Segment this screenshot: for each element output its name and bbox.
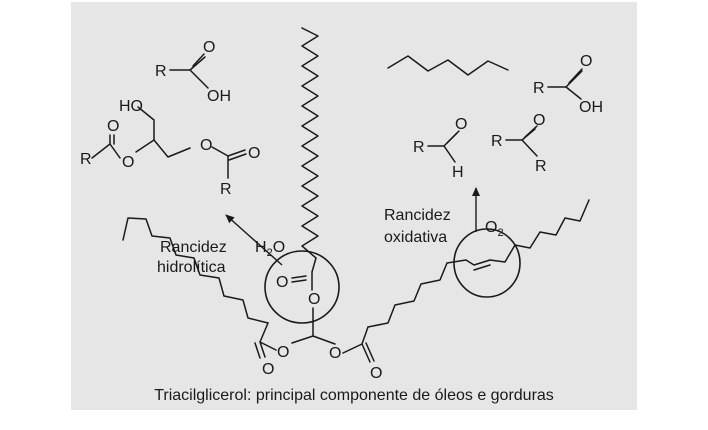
label-hydrolytic-rancidity-2: hidrolítica — [157, 259, 226, 276]
atom-r: R — [220, 181, 232, 198]
triacylglycerol: O O O O O O — [122, 27, 590, 382]
atom-o: O — [203, 39, 215, 56]
label-hydrolytic-rancidity-1: Rancidez — [160, 239, 227, 256]
carboxylic-acid-topleft: R O OH — [155, 39, 231, 105]
atom-r: R — [533, 80, 545, 97]
atom-o: O — [107, 118, 119, 135]
atom-oh: OH — [207, 88, 231, 105]
hexane-chain — [387, 55, 509, 76]
atom-ho: HO — [119, 98, 143, 115]
figure-background — [71, 2, 637, 410]
atom-o: O — [122, 154, 134, 171]
aldehyde: R O H — [413, 116, 467, 181]
atom-o: O — [262, 361, 274, 378]
atom-o: O — [580, 53, 592, 70]
atom-r: R — [155, 63, 167, 80]
hydrolysis-arrow — [225, 214, 283, 266]
atom-o: O — [370, 365, 382, 382]
label-oxygen: O2 — [485, 219, 504, 239]
atom-o: O — [200, 137, 212, 154]
carboxylic-acid-topright: R O OH — [533, 53, 603, 116]
atom-o: O — [277, 344, 289, 361]
diacylglycerol: HO O R O O O R — [80, 98, 260, 198]
figure-caption: Triacilglicerol: principal componente de… — [154, 387, 554, 404]
atom-r: R — [80, 151, 92, 168]
atom-o: O — [248, 145, 260, 162]
ketone: R O R — [491, 112, 547, 175]
label-oxidative-rancidity-2: oxidativa — [384, 229, 447, 246]
label-oxidative-rancidity-1: Rancidez — [384, 207, 451, 224]
atom-o: O — [455, 116, 467, 133]
atom-r: R — [535, 158, 547, 175]
atom-o: O — [276, 274, 288, 291]
atom-o: O — [329, 345, 341, 362]
atom-oh: OH — [579, 99, 603, 116]
oxidation-site-ring — [453, 228, 521, 298]
atom-r: R — [491, 133, 503, 150]
atom-o: O — [533, 112, 545, 129]
atom-r: R — [413, 139, 425, 156]
atom-o: O — [308, 291, 320, 308]
hydrolysis-site-ring — [264, 250, 340, 324]
atom-h: H — [452, 164, 464, 181]
label-water: H2O — [255, 239, 285, 259]
